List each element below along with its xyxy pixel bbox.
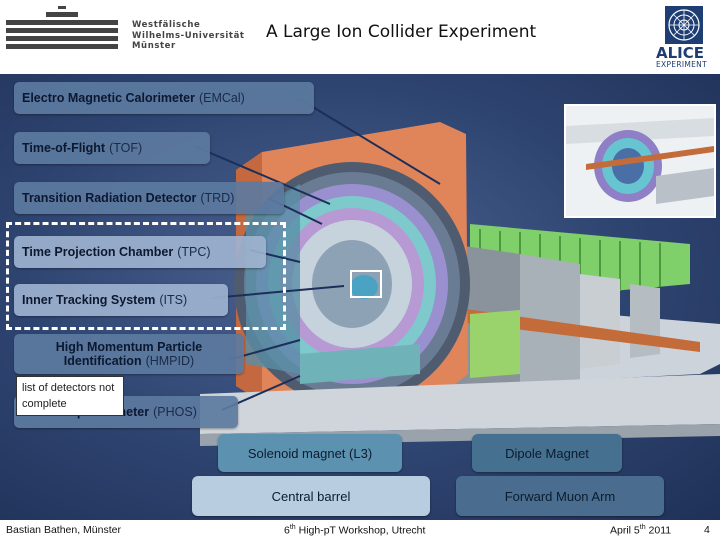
tpc-its-dashed-highlight [6, 222, 286, 330]
label-its: Inner Tracking System(ITS) [14, 284, 228, 316]
alice-logo-subtitle: EXPERIMENT [656, 60, 707, 69]
page-number: 4 [704, 524, 710, 536]
footer: Bastian Bathen, Münster 6th High-pT Work… [0, 520, 720, 540]
footer-workshop: 6th High-pT Workshop, Utrecht [284, 524, 426, 537]
central-barrel-button[interactable]: Central barrel [192, 476, 430, 516]
label-tof: Time-of-Flight(TOF) [14, 132, 210, 164]
its-highlight-box [350, 270, 382, 298]
detector-list-note: list of detectors not complete [16, 376, 124, 416]
dipole-magnet-button[interactable]: Dipole Magnet [472, 434, 622, 472]
header: Westfälische Wilhelms-Universität Münste… [0, 0, 720, 74]
footer-author: Bastian Bathen, Münster [6, 524, 121, 536]
solenoid-magnet-button[interactable]: Solenoid magnet (L3) [218, 434, 402, 472]
label-emcal: Electro Magnetic Calorimeter(EMCal) [14, 82, 314, 114]
alice-logo-icon [665, 6, 703, 44]
label-trd: Transition Radiation Detector(TRD) [14, 182, 284, 214]
alice-detector-illustration [193, 97, 720, 446]
university-logo-icon [6, 6, 118, 49]
inset-illustration [566, 106, 714, 216]
inset-detector-image [564, 104, 716, 218]
forward-muon-arm-button[interactable]: Forward Muon Arm [456, 476, 664, 516]
slide-body: Electro Magnetic Calorimeter(EMCal) Time… [0, 74, 720, 520]
label-hmpid: High Momentum Particle Identification(HM… [14, 334, 244, 374]
slide-title: A Large Ion Collider Experiment [266, 22, 537, 42]
footer-date: April 5th 2011 [610, 524, 672, 537]
label-tpc: Time Projection Chamber(TPC) [14, 236, 266, 268]
university-name: Westfälische Wilhelms-Universität Münste… [132, 20, 245, 51]
alice-logo-text: ALICE [656, 44, 705, 62]
